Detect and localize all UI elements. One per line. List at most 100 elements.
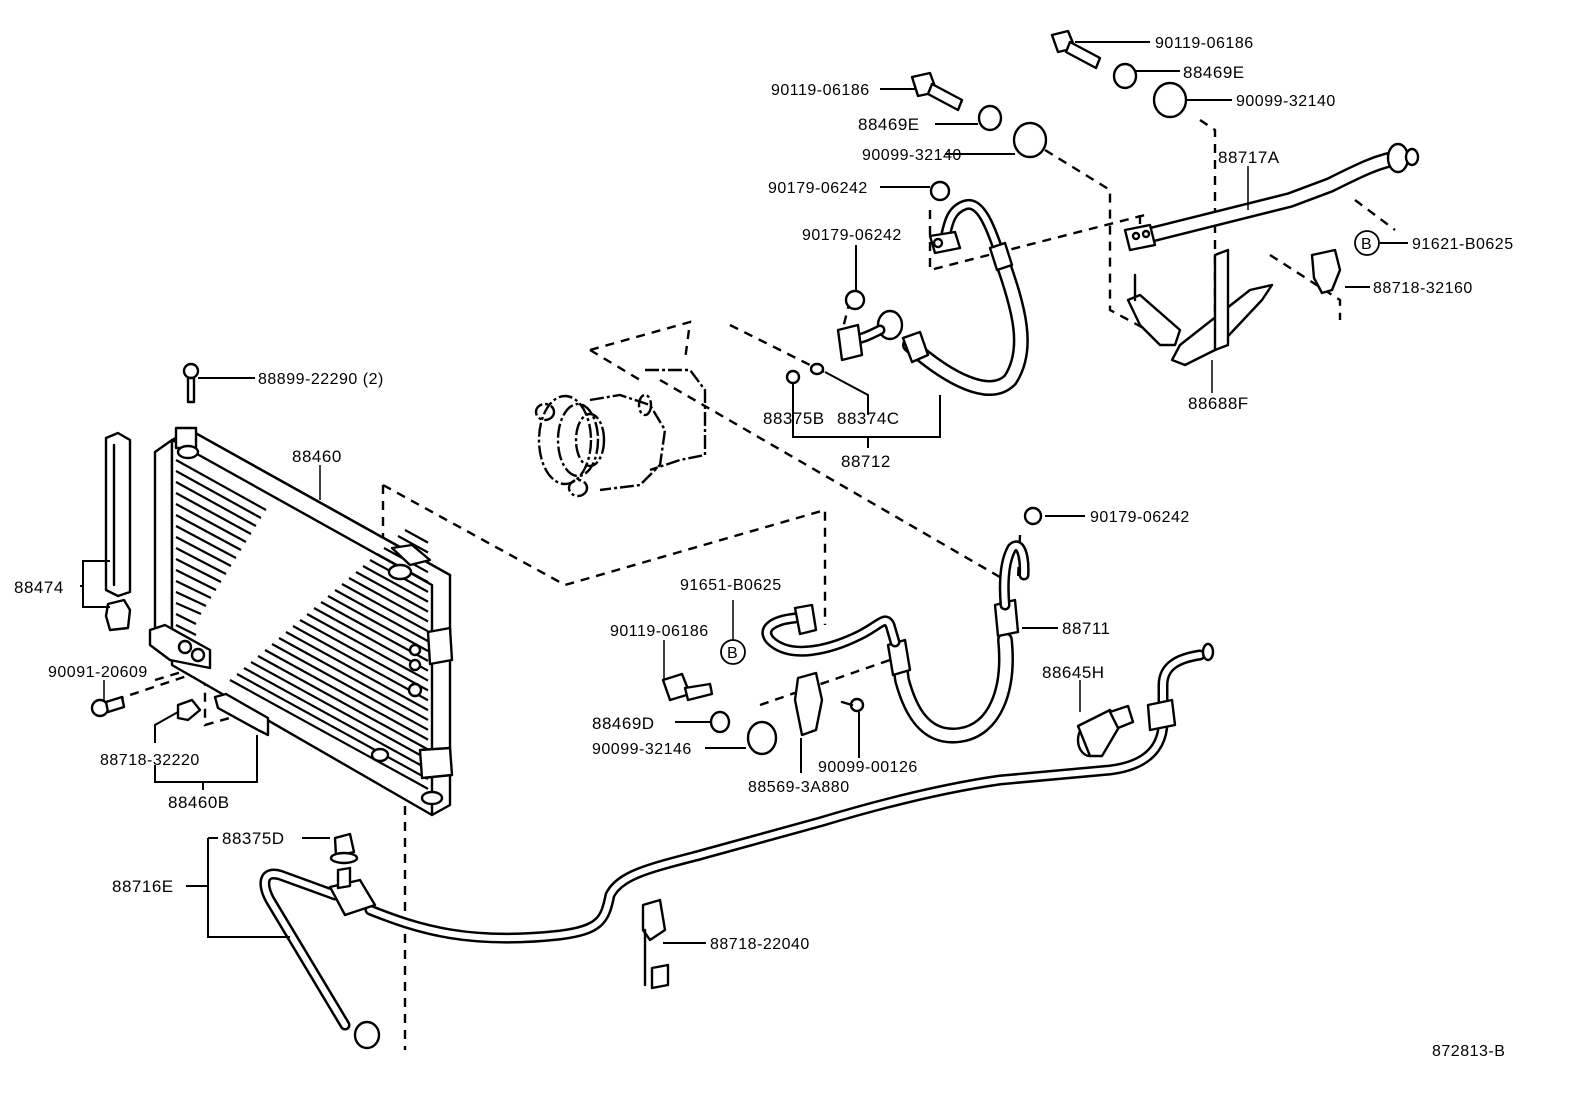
label-90091-20609[interactable]: 90091-20609: [48, 664, 148, 681]
label-90179-06242-a[interactable]: 90179-06242: [768, 180, 868, 197]
bolt-90119-06186-mid[interactable]: [910, 71, 964, 112]
condenser-fin-line: [327, 595, 429, 652]
label-88711[interactable]: 88711: [1062, 619, 1111, 638]
condenser-fin-line: [271, 643, 429, 731]
condenser-fin-line: [264, 649, 429, 741]
label-88716E[interactable]: 88716E: [112, 877, 174, 896]
label-90099-32140-mid[interactable]: 90099-32140: [862, 147, 962, 164]
condenser-fin-line: [175, 492, 252, 535]
condenser-fin-line: [175, 503, 247, 543]
bolt-90119-06186-top[interactable]: [1050, 29, 1102, 70]
label-88460[interactable]: 88460: [292, 447, 342, 466]
label-88469D[interactable]: 88469D: [592, 714, 655, 733]
discharge-hose-88712[interactable]: [836, 198, 1029, 396]
seal-88474[interactable]: [104, 431, 132, 632]
label-88899-22290[interactable]: 88899-22290 (2): [258, 371, 384, 388]
condenser-fin-line: [404, 529, 429, 544]
label-91621-B0625[interactable]: 91621-B0625: [1412, 236, 1514, 253]
nut-90179-06242-c[interactable]: [1023, 506, 1043, 526]
label-88718-32220[interactable]: 88718-32220: [100, 752, 200, 769]
valve-cap-88375D[interactable]: [329, 832, 359, 890]
bracket-88569-3A880[interactable]: [793, 671, 824, 737]
bracket-88460B[interactable]: [213, 692, 270, 737]
label-88718-32160[interactable]: 88718-32160: [1373, 280, 1473, 297]
condenser-fin-line: [175, 580, 212, 599]
condenser-fin-line: [306, 613, 429, 682]
condenser-fin-line: [243, 667, 429, 771]
nut-90179-06242-a[interactable]: [929, 180, 951, 202]
collar-88469D[interactable]: [709, 710, 731, 734]
cushion-90099-32140-top[interactable]: [1152, 81, 1188, 119]
label-88718-22040[interactable]: 88718-22040: [710, 936, 810, 953]
bracket-88688F[interactable]: [1126, 248, 1274, 367]
label-91651-B0625[interactable]: 91651-B0625: [680, 577, 782, 594]
hose-88711[interactable]: [761, 540, 1030, 744]
o-ring-88374C[interactable]: [809, 362, 825, 376]
compressor: [534, 368, 707, 498]
label-90179-06242-c[interactable]: 90179-06242: [1090, 509, 1190, 526]
suction-pipe-88717A[interactable]: [1123, 142, 1420, 252]
label-88717A[interactable]: 88717A: [1218, 148, 1280, 167]
label-88469E-top[interactable]: 88469E: [1183, 63, 1245, 82]
label-90179-06242-b[interactable]: 90179-06242: [802, 227, 902, 244]
condenser-fin-line: [236, 673, 429, 781]
screw-88899-22290[interactable]: [182, 362, 200, 404]
bolt-90099-00126[interactable]: [840, 697, 865, 713]
label-88712[interactable]: 88712: [841, 452, 891, 471]
bolt-90091-20609[interactable]: [90, 695, 126, 718]
condenser-fin-line: [175, 624, 197, 636]
label-88460B[interactable]: 88460B: [168, 793, 230, 812]
label-90119-06186-lower[interactable]: 90119-06186: [610, 623, 709, 640]
condenser-88460[interactable]: [148, 426, 454, 817]
condenser-fin-line: [175, 481, 257, 527]
label-88374C[interactable]: 88374C: [837, 409, 900, 428]
condenser-fin-line: [348, 577, 429, 623]
condenser-fin-line: [334, 589, 429, 643]
label-88569-3A880[interactable]: 88569-3A880: [748, 779, 850, 796]
cushion-90099-32146[interactable]: [746, 720, 778, 756]
leader-lines: [80, 41, 1408, 944]
condenser-fin-line: [175, 536, 232, 567]
condenser-fin-line: [229, 679, 429, 790]
label-88375D[interactable]: 88375D: [222, 829, 285, 848]
condenser-fin-line: [292, 625, 429, 702]
label-90099-32140-top[interactable]: 90099-32140: [1236, 93, 1336, 110]
condenser-fin-line: [397, 535, 429, 554]
condenser-fin-line: [175, 569, 217, 591]
label-90119-06186-top[interactable]: 90119-06186: [1155, 35, 1254, 52]
collar-88469E-top[interactable]: [1112, 62, 1138, 90]
condenser-fin-line: [175, 601, 202, 616]
condenser-fin-line: [175, 591, 207, 607]
label-88645H[interactable]: 88645H: [1042, 663, 1105, 682]
condenser-fins: [175, 459, 429, 790]
pressure-switch-88645H[interactable]: [1076, 704, 1135, 758]
nut-90179-06242-b[interactable]: [844, 289, 866, 311]
label-88474[interactable]: 88474: [14, 578, 64, 597]
condenser-fin-line: [250, 661, 429, 761]
condenser-fin-line: [341, 583, 429, 633]
cushion-90099-32140-mid[interactable]: [1012, 121, 1048, 159]
clamp-88718-32220[interactable]: [176, 698, 202, 722]
condenser-fin-line: [175, 514, 242, 551]
condenser-fin-line: [313, 607, 429, 672]
condenser-fin-line: [175, 558, 222, 583]
bolt-90119-06186-lower[interactable]: [661, 672, 714, 702]
liquid-pipe-88716E[interactable]: [259, 642, 1215, 1050]
label-90119-06186-mid[interactable]: 90119-06186: [771, 82, 870, 99]
condenser-fin-line: [175, 470, 262, 519]
collar-88469E-mid[interactable]: [977, 104, 1003, 132]
label-90099-32146[interactable]: 90099-32146: [592, 741, 692, 758]
o-ring-88375B[interactable]: [785, 369, 801, 385]
label-88469E-mid[interactable]: 88469E: [858, 115, 920, 134]
clamp-88718-32160[interactable]: [1310, 248, 1342, 295]
condenser-fin-line: [285, 631, 429, 712]
clamp-88718-22040[interactable]: [641, 898, 670, 990]
condenser-fin-line: [175, 613, 197, 625]
label-90099-00126[interactable]: 90099-00126: [818, 759, 918, 776]
condenser-fin-line: [175, 525, 237, 559]
reference-marker-b-text: B: [727, 645, 738, 662]
condenser-fin-line: [299, 619, 429, 692]
label-88375B[interactable]: 88375B: [763, 409, 825, 428]
label-88688F[interactable]: 88688F: [1188, 394, 1249, 413]
